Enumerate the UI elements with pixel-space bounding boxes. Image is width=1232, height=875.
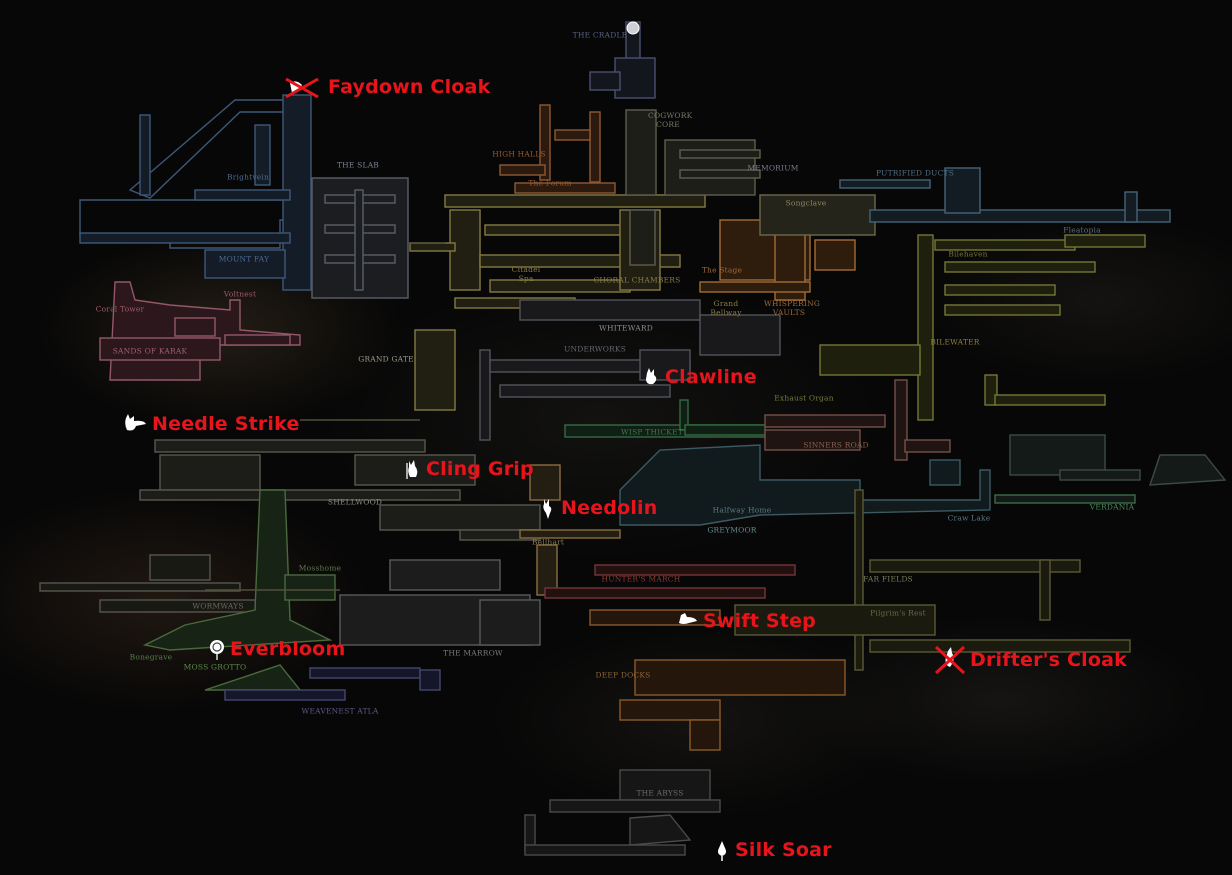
- ability-label: Silk Soar: [735, 839, 832, 861]
- ability-label: Swift Step: [703, 610, 816, 632]
- region-deep-docks[interactable]: [589, 609, 846, 751]
- ability-label: Everbloom: [230, 638, 346, 660]
- region-high-halls[interactable]: [499, 104, 616, 194]
- needle-strike-icon: [122, 414, 148, 434]
- region-label: MOSS GROTTO: [183, 662, 247, 672]
- ability-label: Clawline: [665, 366, 757, 388]
- region-label: UNDERWORKS: [563, 344, 627, 354]
- region-label: SHELLWOOD: [327, 497, 383, 507]
- region-label: Citadel Spa: [511, 265, 541, 283]
- ability-marker-faydown-cloak[interactable]: Faydown Cloak: [284, 76, 491, 99]
- needolin-icon: [539, 498, 557, 519]
- region-label: Mosshome: [298, 563, 342, 573]
- region-verdania[interactable]: [994, 434, 1227, 504]
- region-wormways[interactable]: [39, 554, 271, 613]
- region-label: GREYMOOR: [707, 525, 757, 535]
- swift-step-icon: [677, 611, 699, 631]
- region-label: SINNERS ROAD: [803, 440, 869, 450]
- region-cogwork-core[interactable]: [625, 109, 761, 266]
- region-underworks[interactable]: [479, 299, 781, 441]
- ability-marker-swift-step[interactable]: Swift Step: [677, 610, 816, 632]
- region-label: GRAND GATE: [358, 354, 414, 364]
- region-the-cradle[interactable]: [589, 21, 656, 99]
- region-the-abyss[interactable]: [524, 769, 721, 856]
- region-shellwood[interactable]: [139, 439, 541, 541]
- ability-marker-needle-strike[interactable]: Needle Strike: [122, 413, 300, 435]
- region-the-marrow[interactable]: [339, 559, 541, 646]
- region-label: WISP THICKET: [621, 427, 683, 437]
- region-label: Songclave: [785, 198, 827, 208]
- region-label: HUNTER'S MARCH: [601, 574, 681, 584]
- region-connectors: [205, 242, 445, 591]
- region-label: Brightvein: [226, 172, 270, 182]
- region-putrified-ducts[interactable]: [839, 167, 1171, 223]
- region-label: HIGH HALLS: [492, 149, 546, 159]
- region-sands-of-karak[interactable]: [99, 281, 301, 381]
- region-weavenest-atla[interactable]: [224, 667, 441, 701]
- faydown-cloak-icon: [284, 77, 319, 99]
- silk-soar-icon: [713, 840, 731, 861]
- region-label: WHITEWARD: [599, 323, 653, 333]
- region-label: Bonegrave: [129, 652, 173, 662]
- drifters-cloak-icon: [934, 645, 966, 675]
- region-citadel[interactable]: [409, 194, 706, 411]
- ability-marker-everbloom[interactable]: Everbloom: [208, 638, 345, 660]
- region-mount-fay[interactable]: [79, 94, 312, 291]
- region-label: WORMWAYS: [192, 601, 244, 611]
- ability-marker-needolin[interactable]: Needolin: [539, 497, 657, 519]
- region-songclave[interactable]: [759, 194, 876, 236]
- region-label: Exhaust Organ: [774, 393, 834, 403]
- region-label: THE MARROW: [443, 648, 503, 658]
- region-label: DEEP DOCKS: [595, 670, 651, 680]
- ability-marker-silk-soar[interactable]: Silk Soar: [713, 839, 832, 861]
- ability-marker-cling-grip[interactable]: Cling Grip: [404, 458, 534, 480]
- region-label: THE SLAB: [336, 160, 380, 170]
- ability-label: Drifter's Cloak: [970, 649, 1127, 671]
- region-label: VERDANIA: [1089, 502, 1135, 512]
- everbloom-icon: [208, 639, 226, 660]
- clawline-icon: [643, 367, 661, 387]
- region-label: Fleatopia: [1063, 225, 1101, 235]
- region-bilewater[interactable]: [819, 234, 1146, 421]
- ability-label: Needolin: [561, 497, 658, 519]
- region-label: Pilgrim's Rest: [870, 608, 926, 618]
- region-label: WEAVENEST ATLA: [301, 706, 379, 716]
- region-label: Coral Tower: [95, 304, 145, 314]
- region-label: SANDS OF KARAK: [112, 346, 188, 356]
- region-greymoor[interactable]: [619, 444, 991, 526]
- region-bellhart[interactable]: [519, 464, 621, 596]
- region-label: Grand Bellway: [710, 299, 742, 317]
- region-label: THE ABYSS: [636, 788, 684, 798]
- region-label: FAR FIELDS: [863, 574, 913, 584]
- region-label: The Forum: [528, 178, 572, 188]
- region-label: Bellhart: [531, 537, 565, 547]
- region-label: Voltnest: [223, 289, 257, 299]
- region-label: PUTRIFIED DUCTS: [875, 168, 955, 178]
- region-label: Halfway Home: [712, 505, 772, 515]
- ability-marker-clawline[interactable]: Clawline: [643, 366, 757, 388]
- region-label: CHORAL CHAMBERS: [593, 275, 681, 285]
- cling-grip-icon: [404, 459, 422, 479]
- ability-label: Cling Grip: [426, 458, 534, 480]
- region-far-fields[interactable]: [734, 489, 1131, 671]
- ability-label: Faydown Cloak: [328, 76, 491, 98]
- region-moss-grotto[interactable]: [142, 489, 336, 691]
- region-label: MOUNT FAY: [218, 254, 270, 264]
- region-label: The Stage: [701, 265, 743, 275]
- ability-marker-drifters-cloak[interactable]: Drifter's Cloak: [934, 645, 1127, 675]
- region-label: WHISPERING VAULTS: [764, 299, 821, 317]
- region-the-slab[interactable]: [311, 177, 409, 299]
- region-label: Craw Lake: [947, 513, 991, 523]
- region-label: MEMORIUM: [747, 163, 799, 173]
- region-label: Bilehaven: [948, 249, 988, 259]
- region-label: THE CRADLE: [572, 30, 628, 40]
- region-label: BILEWATER: [930, 337, 980, 347]
- region-label: COGWORK CORE: [648, 111, 693, 129]
- ability-label: Needle Strike: [152, 413, 300, 435]
- region-hunters-march[interactable]: [544, 564, 796, 599]
